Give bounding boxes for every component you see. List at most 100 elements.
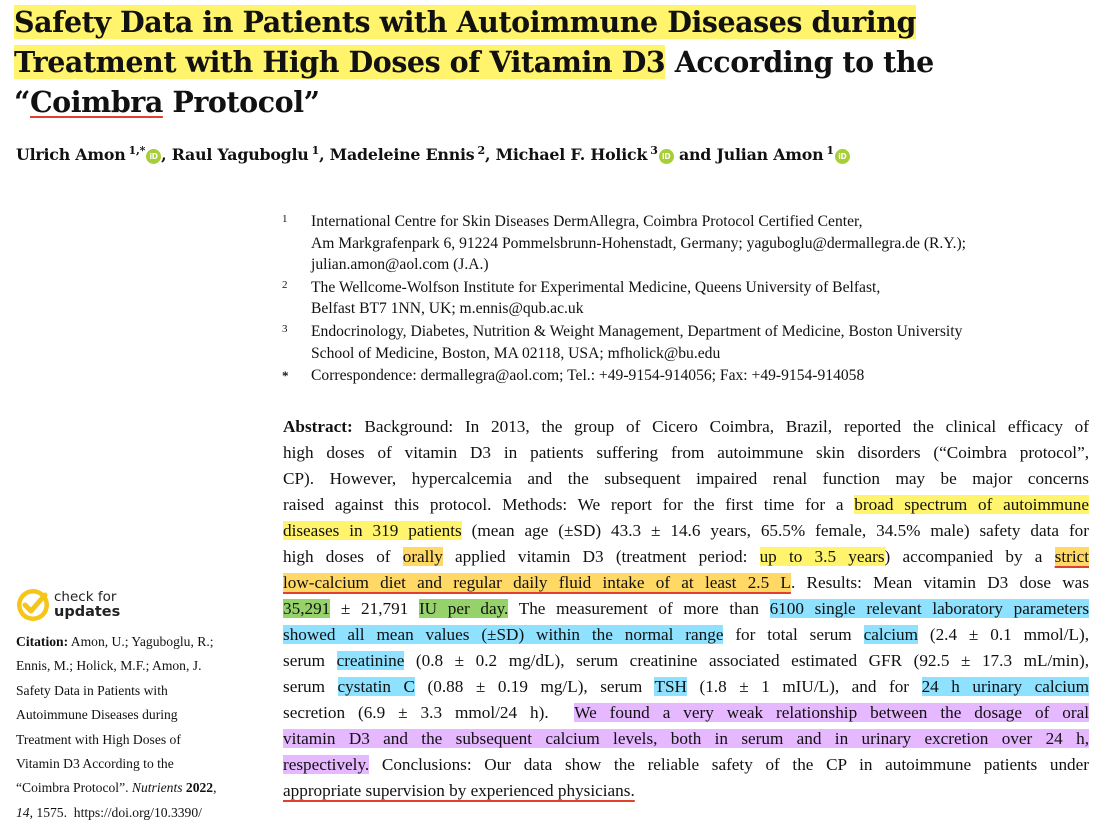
citation-line: Safety Data in Patients with: [16, 679, 256, 703]
highlight-period: up to 3.5 years: [759, 547, 885, 566]
abstract-line: 35,291 ± 21,791 IU per day. The measurem…: [283, 596, 1090, 622]
check-updates-icon: [17, 589, 49, 621]
orcid-icon[interactable]: iD: [658, 149, 674, 164]
abstract-line: showed all mean values (±SD) within the …: [283, 622, 1089, 648]
citation-line: 14, 1575. https://doi.org/10.3390/: [16, 801, 256, 825]
title-open-quote: “: [14, 85, 30, 119]
orcid-icon[interactable]: iD: [146, 149, 162, 164]
abstract-text: (0.8 ± 0.2 mg/dL), serum creatinine asso…: [404, 651, 1090, 670]
citation-volume: 14: [16, 804, 30, 820]
title-line-1: Safety Data in Patients with Autoimmune …: [14, 2, 1089, 42]
citation-text: Autoimmune Diseases during: [16, 707, 178, 723]
highlight-respectively: respectively.: [283, 755, 370, 774]
abstract-text: Conclusions: Our data show the reliable …: [369, 755, 1089, 774]
abstract-text: . Results: Mean vitamin D3 dose was: [790, 573, 1090, 592]
citation-text: ,: [213, 780, 217, 796]
affiliation-line: International Centre for Skin Diseases D…: [311, 213, 863, 230]
abstract-line: diseases in 319 patients (mean age (±SD)…: [283, 518, 1089, 544]
highlight-creatinine: creatinine: [336, 651, 405, 670]
citation-line: “Coimbra Protocol”. Nutrients 2022,: [16, 776, 256, 800]
highlight-patients: diseases in 319 patients: [283, 521, 462, 540]
affiliation-item: * Correspondence: dermallegra@aol.com; Te…: [282, 365, 1082, 387]
citation-doi-link[interactable]: , 1575. https://doi.org/10.3390/: [29, 804, 202, 820]
citation-line: Ennis, M.; Holick, M.F.; Amon, J.: [16, 654, 256, 678]
abstract-line: serum creatinine (0.8 ± 0.2 mg/dL), seru…: [283, 648, 1089, 674]
citation-text: Treatment with High Doses of: [16, 731, 181, 747]
highlight-spectrum: broad spectrum of autoimmune: [854, 495, 1089, 514]
abstract-text: high doses of vitamin D3 in patients suf…: [283, 443, 1089, 462]
abstract-label: Abstract:: [283, 417, 353, 436]
affiliation-line: School of Medicine, Boston, MA 02118, US…: [311, 344, 721, 362]
highlight-iu: IU per day.: [418, 599, 509, 618]
author-name: Madeleine Ennis: [329, 145, 475, 164]
title-line-3: “Coimbra Protocol”: [14, 82, 1089, 122]
citation-journal: Nutrients: [131, 780, 183, 796]
affiliation-marker: *: [282, 368, 289, 384]
author-affiliation-marker: 1: [311, 144, 320, 157]
affiliation-line: Am Markgrafenpark 6, 91224 Pommelsbrunn-…: [311, 234, 966, 252]
abstract-text: (mean age (±SD) 43.3 ± 14.6 years, 65.5%…: [461, 521, 1089, 540]
citation-line: Vitamin D3 According to the: [16, 752, 256, 776]
check-for-updates-badge[interactable]: check for updates: [16, 588, 120, 622]
abstract-line: serum cystatin C (0.88 ± 0.19 mg/L), ser…: [283, 674, 1089, 700]
citation-text: Safety Data in Patients with: [16, 682, 168, 698]
highlight-diet: low-calcium diet and regular daily fluid…: [283, 573, 791, 592]
abstract-text: CP). However, hypercalcemia and the subs…: [283, 469, 1089, 488]
affiliation-text: International Centre for Skin Diseases D…: [311, 211, 966, 276]
affiliation-marker: 3: [282, 322, 288, 335]
abstract-line: high doses of orally applied vitamin D3 …: [283, 544, 1089, 570]
abstract-text: for total serum: [723, 625, 864, 644]
orcid-icon[interactable]: iD: [834, 149, 850, 164]
citation-text: Ennis, M.; Holick, M.F.; Amon, J.: [16, 658, 202, 674]
author-affiliation-marker: 1,*: [128, 144, 146, 157]
check-updates-line-2: updates: [54, 604, 121, 620]
highlight-cystatin: cystatin C: [337, 677, 416, 696]
abstract-text: raised against this protocol. Methods: W…: [283, 495, 855, 514]
author-name: Julian Amon: [716, 145, 824, 164]
highlight-calcium: calcium: [863, 625, 918, 644]
abstract-line: CP). However, hypercalcemia and the subs…: [283, 466, 1089, 492]
abstract-line: vitamin D3 and the subsequent calcium le…: [283, 726, 1089, 752]
abstract-text: applied vitamin D3 (treatment period:: [442, 547, 760, 566]
highlight-dose: 35,291: [283, 599, 331, 618]
title-coimbra-underlined: Coimbra: [29, 85, 163, 119]
highlight-tsh: TSH: [654, 677, 687, 696]
abstract-text: high doses of: [283, 547, 403, 566]
title-line-2-rest: According to the: [665, 45, 935, 79]
highlight-relationship: We found a very weak relationship betwee…: [574, 703, 1089, 722]
abstract-text: ± 21,791: [330, 599, 419, 618]
abstract-text: ) accompanied by a: [884, 547, 1055, 566]
author-name: Michael F. Holick: [495, 145, 648, 164]
highlight-parameters: 6100 single relevant laboratory paramete…: [769, 599, 1090, 618]
abstract-line: raised against this protocol. Methods: W…: [283, 492, 1089, 518]
citation-year: 2022: [182, 780, 214, 796]
author-affiliation-marker: 2: [477, 144, 485, 157]
citation-text: Vitamin D3 According to the: [16, 756, 174, 772]
author-name: Raul Yaguboglu: [171, 145, 309, 164]
abstract-text: serum: [283, 651, 337, 670]
highlight-relationship-2: vitamin D3 and the subsequent calcium le…: [283, 729, 1089, 748]
citation-text: “Coimbra Protocol”.: [16, 780, 132, 796]
affiliation-text: The Wellcome-Wolfson Institute for Exper…: [311, 277, 880, 320]
abstract-text: Background: In 2013, the group of Cicero…: [352, 417, 1089, 436]
author-separator: and: [673, 145, 717, 164]
abstract-text: The measurement of more than: [508, 599, 770, 618]
abstract-text: (1.8 ± 1 mIU/L), and for: [686, 677, 922, 696]
author-separator: ,: [161, 145, 172, 164]
author-separator: ,: [319, 145, 330, 164]
citation-label: Citation:: [16, 634, 69, 649]
highlight-strict: strict: [1054, 547, 1089, 566]
highlight-orally: orally: [402, 547, 443, 566]
underline-supervision: appropriate supervision by experienced p…: [283, 781, 635, 800]
abstract: Abstract: Background: In 2013, the group…: [283, 414, 1090, 804]
check-updates-text: check for updates: [54, 590, 120, 620]
citation-line: Treatment with High Doses of: [16, 728, 256, 752]
affiliation-line: Correspondence: dermallegra@aol.com; Tel…: [311, 367, 865, 385]
citation-block: Citation: Amon, U.; Yaguboglu, R.; Ennis…: [16, 630, 256, 825]
affiliation-line: The Wellcome-Wolfson Institute for Exper…: [311, 278, 881, 296]
title-line-3-rest: Protocol”: [162, 85, 320, 119]
abstract-line: high doses of vitamin D3 in patients suf…: [283, 440, 1089, 466]
abstract-line: appropriate supervision by experienced p…: [283, 778, 1089, 804]
